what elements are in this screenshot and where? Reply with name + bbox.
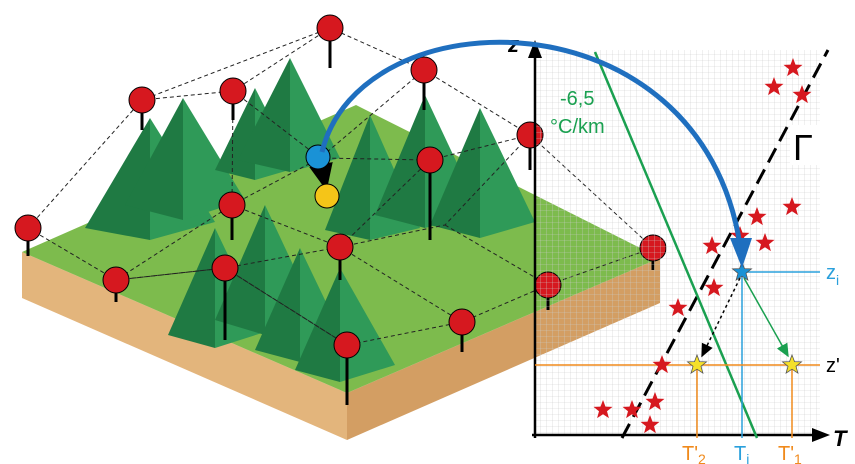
lapse-rate-line (593, 51, 759, 439)
observation-star (747, 207, 767, 226)
observation-star (593, 400, 613, 419)
station (410, 56, 438, 110)
observation-star (668, 298, 688, 317)
observation-star (782, 197, 802, 216)
lapse-projection-arrow (743, 277, 789, 358)
gamma-projection-arrow (701, 277, 741, 358)
ti-label: Ti (734, 443, 749, 464)
observation-star (622, 400, 642, 419)
station (128, 86, 156, 130)
zi-label: zi (826, 262, 839, 288)
tree (238, 58, 340, 172)
station (416, 146, 444, 240)
t-axis-label: T (833, 426, 848, 451)
observation-star (792, 85, 812, 104)
station (219, 77, 247, 120)
station (326, 233, 354, 280)
z-axis-arrow (528, 40, 542, 58)
estimate-star-t2 (686, 353, 708, 375)
observation-star (652, 355, 672, 374)
t-axis-arrow (812, 428, 830, 442)
tree (430, 108, 535, 238)
observation-star (640, 415, 660, 434)
transfer-arrow (319, 39, 752, 268)
z-prime-label: z' (826, 355, 840, 377)
station (14, 214, 42, 256)
t1-prime-label: T'1 (778, 443, 802, 464)
tree (125, 98, 245, 220)
station (211, 254, 239, 340)
soil-left-face (22, 252, 347, 440)
lapse-rate-unit: °C/km (550, 116, 605, 138)
observation-star (764, 77, 784, 96)
target-altitude-marker (305, 144, 331, 170)
estimate-star-t1 (781, 353, 803, 375)
lapse-rate-value: -6,5 (560, 88, 594, 110)
station (448, 308, 476, 352)
target-point (305, 144, 340, 209)
forest (85, 58, 535, 382)
target-ground-marker (314, 183, 340, 209)
t2-prime-label: T'2 (682, 443, 706, 464)
station (316, 14, 344, 68)
gamma-label-bg (790, 125, 824, 165)
station (333, 331, 361, 405)
observation-star (702, 236, 722, 255)
station (102, 266, 130, 302)
observation-star (783, 58, 803, 77)
observation-star (755, 233, 775, 252)
gamma-label: Γ (793, 127, 813, 168)
station (218, 191, 246, 240)
gamma-regression-line (620, 49, 830, 439)
target-star-blue (731, 260, 753, 282)
observation-star (645, 392, 665, 411)
observation-star (704, 278, 724, 297)
temperature-altitude-graph: z T -6,5 °C/km Γ zi z' T'2 Ti T'1 (507, 32, 848, 464)
